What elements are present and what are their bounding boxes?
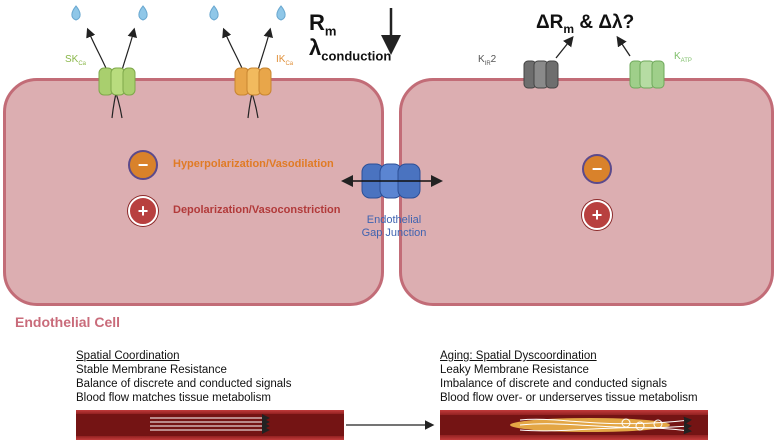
kir2-label: KIR2 <box>478 54 497 67</box>
positive-charge-icon: + <box>582 200 612 230</box>
left-endothelial-cell <box>3 78 384 306</box>
caption-line: Stable Membrane Resistance <box>76 364 227 376</box>
depolarization-label: Depolarization/Vasoconstriction <box>173 204 341 216</box>
spatial-dyscoordination-caption: Aging: Spatial Dyscoordination Leaky Mem… <box>440 349 698 405</box>
membrane-resistance-label: Rm <box>309 10 337 39</box>
caption-line: Blood flow over- or underserves tissue m… <box>440 392 698 404</box>
caption-line: Blood flow matches tissue metabolism <box>76 392 271 404</box>
caption-title: Spatial Coordination <box>76 350 180 362</box>
positive-charge-icon: + <box>128 196 158 226</box>
length-constant-label: λconduction <box>309 35 392 64</box>
caption-line: Imbalance of discrete and conducted sign… <box>440 378 667 390</box>
healthy-vessel <box>76 410 344 440</box>
gap-junction <box>341 163 443 199</box>
ikca-label: IKCa <box>276 54 294 67</box>
kir2-channel <box>523 60 559 89</box>
hyperpolarization-label: Hyperpolarization/Vasodilation <box>173 158 334 170</box>
skca-channel <box>98 67 136 96</box>
k-efflux-droplet <box>71 5 286 21</box>
katp-arrow <box>616 35 631 57</box>
negative-charge-icon: − <box>582 154 612 184</box>
endothelial-cell-label: Endothelial Cell <box>15 314 121 330</box>
delta-question-label: ΔRm & Δλ? <box>536 12 635 36</box>
caption-title: Aging: Spatial Dyscoordination <box>440 350 597 362</box>
skca-label: SKCa <box>65 54 87 67</box>
kir2-arrow <box>555 35 574 59</box>
spatial-coordination-caption: Spatial Coordination Stable Membrane Res… <box>76 349 291 405</box>
katp-channel <box>629 60 665 89</box>
katp-label: KATP <box>674 51 692 64</box>
gap-junction-label: Endothelial Gap Junction <box>361 214 427 239</box>
caption-line: Leaky Membrane Resistance <box>440 364 589 376</box>
ikca-channel <box>234 67 272 96</box>
negative-charge-icon: − <box>128 150 158 180</box>
caption-line: Balance of discrete and conducted signal… <box>76 378 292 390</box>
right-endothelial-cell <box>399 78 774 306</box>
aged-vessel <box>440 410 708 440</box>
